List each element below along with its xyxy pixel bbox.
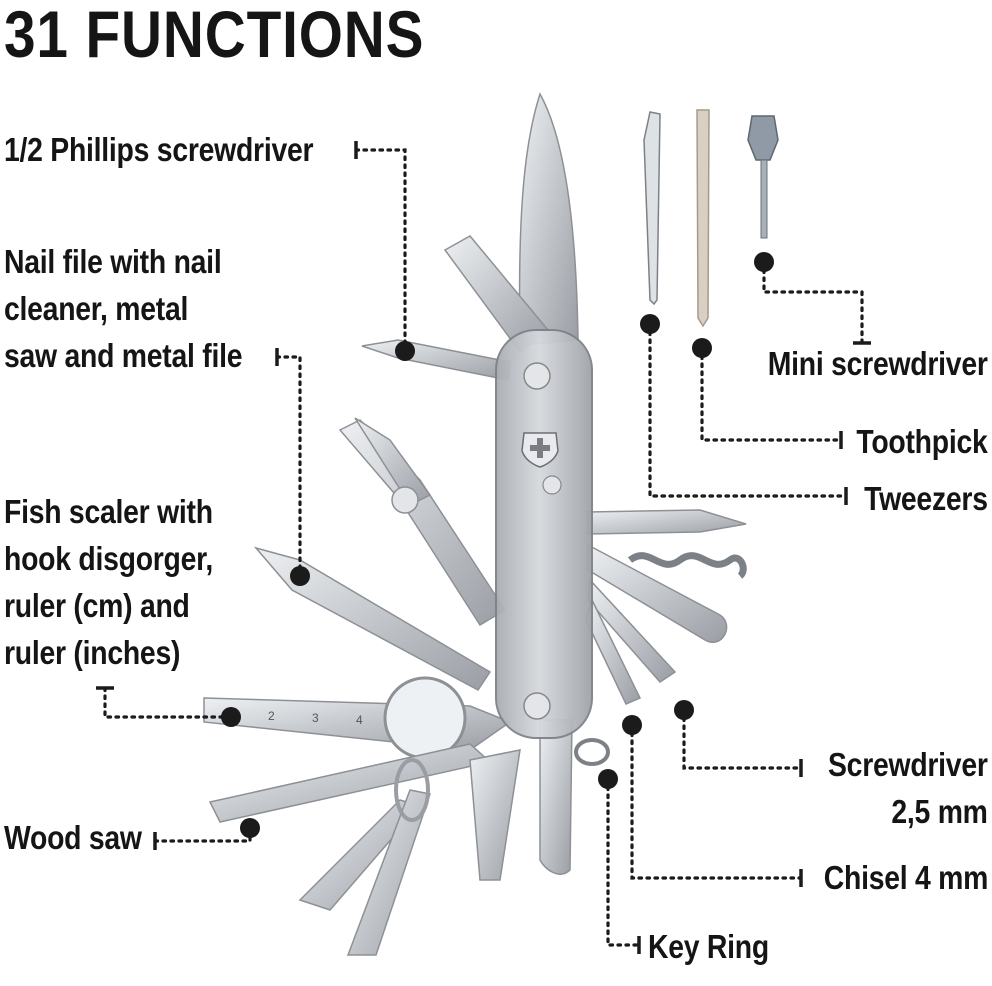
label-toothpick: Toothpick	[857, 418, 988, 465]
label-wood-saw: Wood saw	[4, 814, 142, 861]
label-screwdriver-25: Screwdriver 2,5 mm	[828, 741, 988, 835]
label-fish-scaler: Fish scaler with hook disgorger, ruler (…	[4, 488, 213, 676]
screwdriver-hook	[587, 543, 728, 643]
pliers	[338, 419, 507, 627]
key-ring	[574, 738, 610, 766]
label-key-ring: Key Ring	[648, 923, 769, 970]
knife-handle	[495, 329, 593, 739]
label-text: Key Ring	[648, 928, 769, 965]
label-text: Nail file with nail	[4, 243, 222, 280]
label-text: Wood saw	[4, 819, 142, 856]
label-tweezers: Tweezers	[864, 475, 988, 522]
label-text: Chisel 4 mm	[823, 859, 989, 896]
small-blade	[539, 719, 573, 875]
label-text: Tweezers	[864, 480, 988, 517]
label-text: saw and metal file	[4, 337, 243, 374]
tweezers-slot-blade	[587, 509, 747, 535]
mini-screwdriver-tool	[747, 115, 779, 239]
phillips-screwdriver	[361, 339, 511, 381]
toothpick-tool	[696, 109, 710, 328]
label-text: ruler (inches)	[4, 634, 181, 671]
label-text: 1/2 Phillips screwdriver	[4, 131, 314, 168]
label-text: cleaner, metal	[4, 290, 189, 327]
label-text: hook disgorger,	[4, 540, 214, 577]
swiss-cross-emblem-icon	[521, 432, 559, 468]
label-text: Toothpick	[856, 423, 988, 460]
label-text: Mini screwdriver	[768, 345, 988, 382]
magnifier-lens	[383, 676, 467, 760]
label-chisel: Chisel 4 mm	[823, 854, 989, 901]
page-title: 31 FUNCTIONS	[4, 0, 425, 71]
label-mini-screwdriver: Mini screwdriver	[768, 340, 988, 387]
ruler-tick-label: 4	[356, 713, 363, 727]
leader-lines	[96, 141, 871, 954]
tweezers-tool	[643, 111, 661, 306]
label-text: Fish scaler with	[4, 493, 213, 530]
ruler-tick-label: 3	[312, 711, 319, 725]
label-phillips-screwdriver: 1/2 Phillips screwdriver	[4, 126, 314, 173]
label-text: 2,5 mm	[891, 793, 989, 830]
label-text: Screwdriver	[828, 746, 988, 783]
label-text: ruler (cm) and	[4, 587, 190, 624]
nail-file	[253, 546, 492, 691]
label-nail-file: Nail file with nail cleaner, metal saw a…	[4, 238, 243, 379]
corkscrew	[627, 552, 747, 579]
wood-saw	[208, 743, 492, 823]
ruler-tick-label: 2	[268, 709, 275, 723]
